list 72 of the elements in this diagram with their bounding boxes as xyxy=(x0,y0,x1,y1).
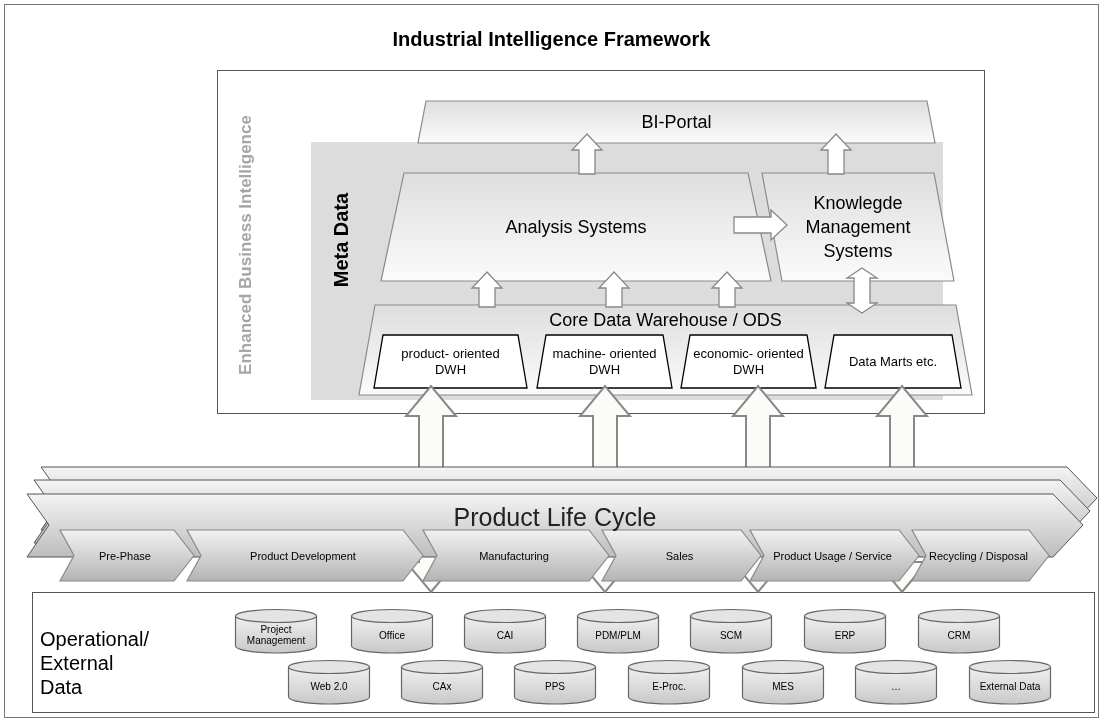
box-label: economic- oriented DWH xyxy=(693,345,804,378)
database-cylinder xyxy=(690,609,772,653)
block-arrow xyxy=(710,271,744,308)
layer-trapezoid xyxy=(381,173,771,281)
database-label: … xyxy=(891,680,901,692)
storage-trapezoid xyxy=(537,335,672,388)
band-label: Product Life Cycle xyxy=(453,503,657,531)
database-cylinder xyxy=(514,660,596,704)
box-label: Core Data Warehouse / ODS xyxy=(549,309,782,332)
block-arrow xyxy=(470,271,504,308)
phase-label: Recycling / Disposal xyxy=(928,548,1028,563)
database-label: PDM/PLM xyxy=(595,629,641,641)
phase-label: Manufacturing xyxy=(479,548,549,563)
database-cylinder xyxy=(351,609,433,653)
database-cylinder xyxy=(288,660,370,704)
storage-trapezoid xyxy=(681,335,816,388)
block-arrow xyxy=(874,384,930,594)
box-label: product- oriented DWH xyxy=(400,345,501,378)
band-label: Meta Data xyxy=(329,191,353,290)
database-label: Office xyxy=(379,629,405,641)
database-label: Project Management xyxy=(245,624,307,646)
layer-trapezoid xyxy=(418,101,935,143)
database-cylinder xyxy=(855,660,937,704)
database-cylinder xyxy=(742,660,824,704)
database-label: CAI xyxy=(496,629,514,641)
storage-trapezoid xyxy=(825,335,961,388)
block-arrow xyxy=(733,208,788,242)
phase-label: Sales xyxy=(665,548,694,563)
database-label: PPS xyxy=(545,680,565,692)
box-label: Analysis Systems xyxy=(505,216,647,239)
section-title: Enhanced Business Intelligence xyxy=(236,114,256,377)
database-label: Web 2.0 xyxy=(310,680,348,692)
database-cylinder xyxy=(918,609,1000,653)
section-frame xyxy=(217,70,985,414)
database-cylinder xyxy=(804,609,886,653)
block-arrow xyxy=(819,133,853,175)
database-cylinder xyxy=(969,660,1051,704)
box-label: BI-Portal xyxy=(641,111,712,134)
box-label: machine- oriented DWH xyxy=(551,345,658,378)
phase-label: Pre-Phase xyxy=(99,548,151,563)
block-arrow xyxy=(730,384,786,594)
phase-tab xyxy=(423,530,609,581)
block-arrow xyxy=(570,133,604,175)
phase-tab xyxy=(60,530,194,581)
storage-trapezoid xyxy=(374,335,527,388)
box-label: Knowlegde Management Systems xyxy=(804,192,912,263)
database-label: MES xyxy=(772,680,794,692)
section-frame xyxy=(32,592,1095,713)
phase-label: Product Development xyxy=(250,548,356,563)
section-title: Operational/ External Data xyxy=(40,627,150,699)
block-arrow xyxy=(597,271,631,308)
database-label: ERP xyxy=(834,629,856,641)
diagram-title: Industrial Intelligence Framework xyxy=(392,27,711,52)
database-cylinder xyxy=(577,609,659,653)
database-label: CAx xyxy=(432,680,452,692)
phase-tab xyxy=(912,530,1049,581)
database-cylinder xyxy=(401,660,483,704)
database-cylinder xyxy=(235,609,317,653)
layer-trapezoid xyxy=(359,305,972,395)
database-label: SCM xyxy=(719,629,743,641)
layer-trapezoid xyxy=(762,173,954,281)
phase-tab xyxy=(187,530,423,581)
phase-label: Product Usage / Service xyxy=(773,548,892,563)
box-label: Data Marts etc. xyxy=(848,353,938,370)
block-arrow xyxy=(844,267,880,314)
database-label: External Data xyxy=(979,680,1041,692)
block-arrow xyxy=(403,384,459,594)
database-cylinder xyxy=(628,660,710,704)
database-cylinder xyxy=(464,609,546,653)
database-label: CRM xyxy=(947,629,971,641)
block-arrow xyxy=(577,384,633,594)
database-label: E-Proc. xyxy=(652,680,686,692)
